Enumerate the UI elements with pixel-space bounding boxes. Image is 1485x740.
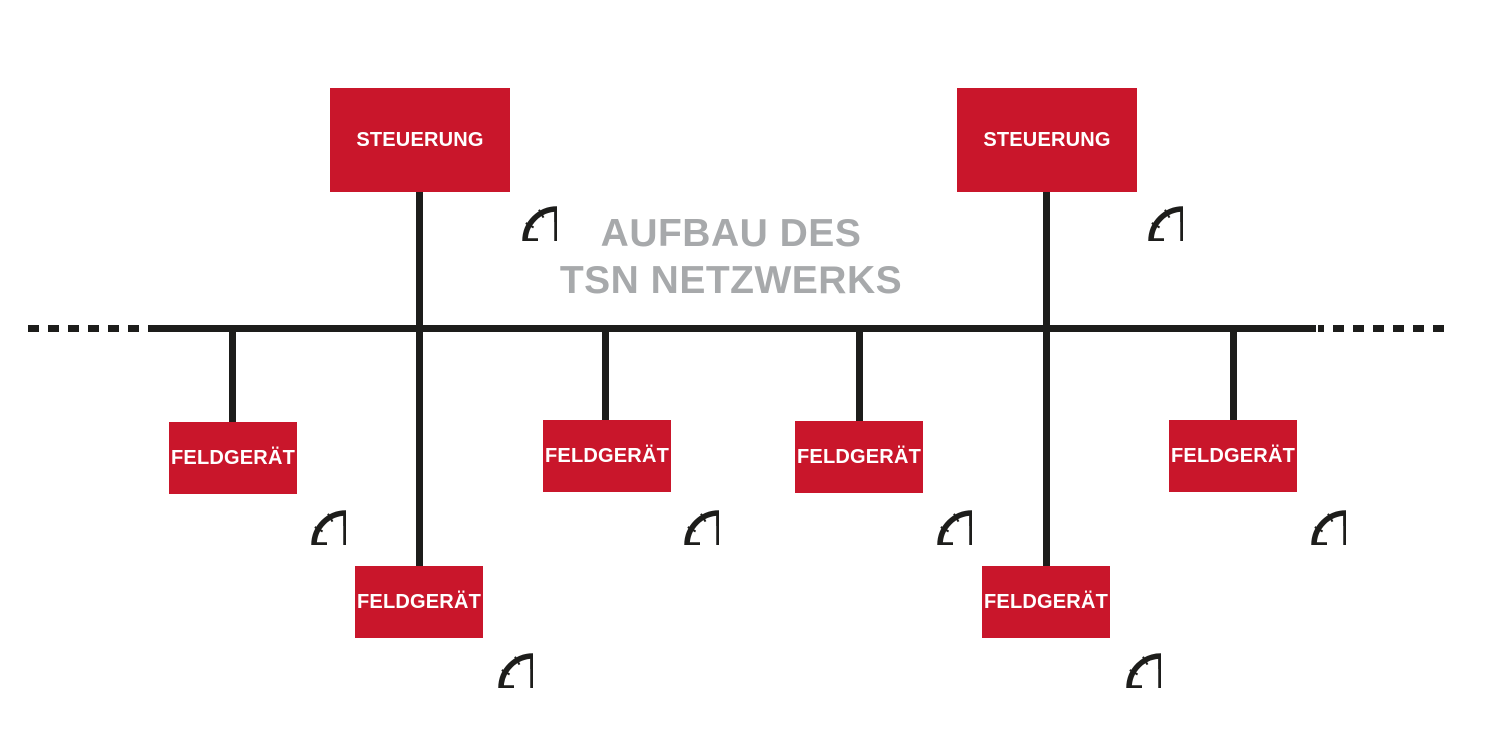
node-label: STEUERUNG: [356, 128, 484, 151]
diagram-title-line-2: TSN NETZWERKS: [559, 259, 903, 302]
clock-icon: [266, 465, 346, 545]
node-label: STEUERUNG: [983, 128, 1111, 151]
node-label: FELDGERÄT: [170, 446, 296, 469]
node-field-device-2: FELDGERÄT: [355, 566, 483, 638]
clock-icon: [1266, 465, 1346, 545]
node-label: FELDGERÄT: [1170, 444, 1296, 467]
node-controller-1: STEUERUNG: [330, 88, 510, 192]
node-field-device-3: FELDGERÄT: [543, 420, 671, 492]
node-field-device-4: FELDGERÄT: [795, 421, 923, 493]
clock-icon: [453, 608, 533, 688]
clock-icon: [477, 161, 557, 241]
bus-line-dashed-left: [28, 325, 152, 332]
clock-icon: [892, 465, 972, 545]
bus-line-dashed-right: [1318, 325, 1444, 332]
node-field-device-6: FELDGERÄT: [1169, 420, 1297, 492]
clock-icon: [1103, 161, 1183, 241]
clock-icon: [1081, 608, 1161, 688]
diagram-title: AUFBAU DES TSN NETZWERKS: [481, 210, 981, 304]
node-label: FELDGERÄT: [796, 445, 922, 468]
node-field-device-5: FELDGERÄT: [982, 566, 1110, 638]
drop-line-controller-1: [416, 188, 423, 568]
drop-line-field-device-3: [602, 325, 609, 423]
diagram-title-line-1: AUFBAU DES: [600, 212, 862, 255]
node-label: FELDGERÄT: [356, 590, 482, 613]
drop-line-field-device-1: [229, 325, 236, 424]
drop-line-controller-2: [1043, 188, 1050, 568]
node-label: FELDGERÄT: [544, 444, 670, 467]
drop-line-field-device-6: [1230, 325, 1237, 422]
node-controller-2: STEUERUNG: [957, 88, 1137, 192]
bus-line: [152, 325, 1316, 332]
node-label: FELDGERÄT: [983, 590, 1109, 613]
node-field-device-1: FELDGERÄT: [169, 422, 297, 494]
clock-icon: [639, 465, 719, 545]
drop-line-field-device-4: [856, 325, 863, 423]
